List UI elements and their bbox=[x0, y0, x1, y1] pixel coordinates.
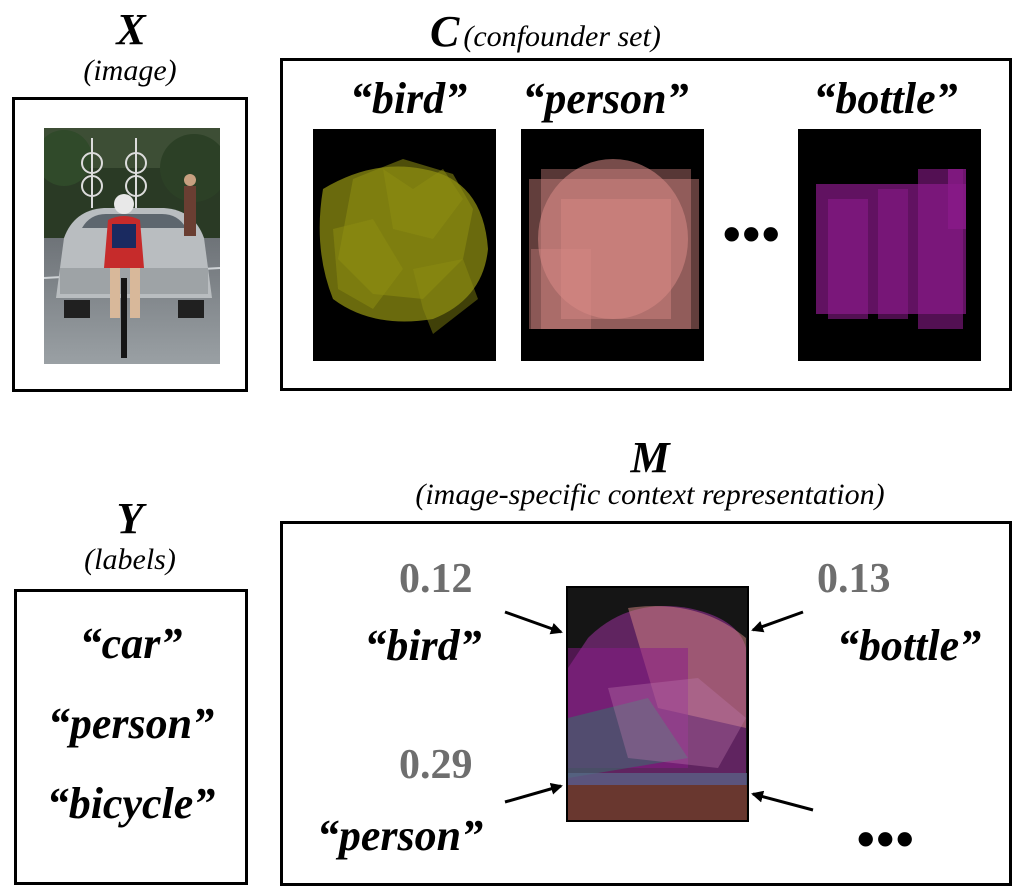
y-labels-box: “car” “person” “bicycle” bbox=[14, 589, 248, 885]
m-caption: (image-specific context representation) bbox=[415, 478, 885, 511]
y-caption: (labels) bbox=[84, 543, 176, 576]
y-title: Y bbox=[116, 494, 144, 543]
m-title: M bbox=[630, 433, 670, 482]
confounder-ellipsis: ••• bbox=[723, 206, 782, 262]
y-label-bicycle: “bicycle” bbox=[46, 779, 216, 828]
y-label-person: “person” bbox=[47, 699, 215, 748]
confounder-label-person: “person” bbox=[522, 74, 689, 123]
arrow-bird bbox=[504, 610, 563, 635]
weight-value-bird: 0.12 bbox=[399, 556, 473, 602]
weight-label-bottle: “bottle” bbox=[836, 621, 982, 670]
c-caption: (confounder set) bbox=[463, 20, 661, 53]
confounder-mask-bird bbox=[313, 129, 496, 361]
y-label-car: “car” bbox=[79, 619, 183, 668]
weight-label-person: “person” bbox=[316, 811, 484, 860]
weight-label-bird: “bird” bbox=[364, 621, 482, 670]
c-title: C bbox=[430, 7, 460, 56]
context-mask bbox=[566, 586, 749, 822]
x-caption: (image) bbox=[83, 54, 177, 87]
weight-value-person: 0.29 bbox=[399, 742, 473, 788]
context-arrows bbox=[504, 610, 814, 812]
x-image-box bbox=[12, 97, 248, 392]
confounder-label-bottle: “bottle” bbox=[813, 74, 958, 123]
x-title: X bbox=[116, 5, 146, 54]
weight-value-bottle: 0.13 bbox=[817, 556, 891, 602]
confounder-mask-person bbox=[521, 129, 704, 361]
arrow-bottle bbox=[751, 610, 804, 633]
confounder-label-bird: “bird” bbox=[349, 74, 468, 123]
m-context-box: 0.12 “bird” 0.13 “bottle” 0.29 “person” … bbox=[280, 521, 1012, 886]
arrow-person bbox=[504, 782, 563, 804]
confounder-mask-bottle bbox=[798, 129, 981, 361]
c-header: C (confounder set) bbox=[430, 10, 850, 54]
cyclist-photo bbox=[44, 128, 220, 364]
arrow-ellipsis bbox=[751, 790, 814, 812]
c-confounder-box: “bird” “person” “bottle” ••• bbox=[280, 58, 1012, 391]
context-ellipsis: ••• bbox=[857, 811, 916, 867]
